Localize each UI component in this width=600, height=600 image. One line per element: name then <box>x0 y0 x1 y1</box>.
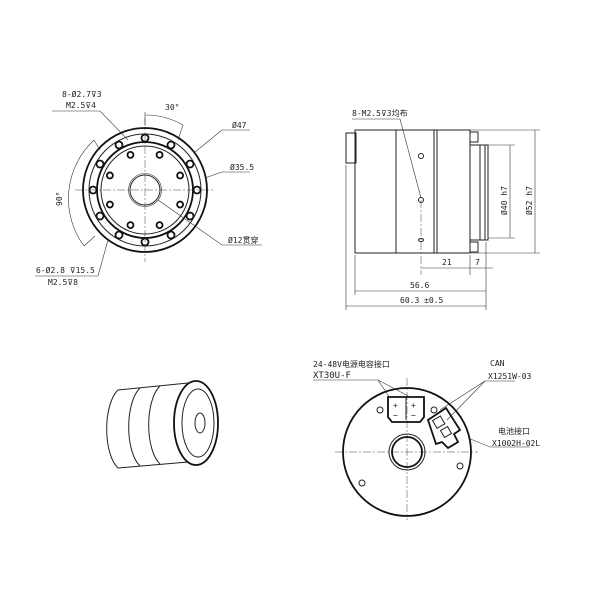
outer-hole <box>140 237 150 247</box>
front-view: 8-Ø2.7⊽3 M2.5⊽4 30° Ø47 Ø35.5 Ø12贯穿 90° … <box>35 89 262 287</box>
outer-hole <box>95 159 105 169</box>
minus-sign-1: − <box>393 411 398 420</box>
outer-hole <box>114 230 124 240</box>
xt30-power-connector: + + − − <box>387 396 425 423</box>
outer-hole <box>166 230 176 240</box>
rear-housing <box>342 387 472 517</box>
battery-part-number: X1002H-02L <box>492 439 540 448</box>
inner-hole <box>105 200 114 209</box>
inner-hole <box>126 221 135 230</box>
can-label: CAN <box>490 359 505 368</box>
dia-47-label: Ø47 <box>232 120 247 130</box>
side-holes-label: 8-M2.5⊽3均布 <box>352 108 408 118</box>
dim-7: 7 <box>475 258 480 267</box>
outer-hole <box>185 211 195 221</box>
minus-sign-2: − <box>411 411 416 420</box>
actuator-body <box>354 129 471 254</box>
side-view: 8-M2.5⊽3均布 Ø40 h7 Ø52 h7 21 7 56.6 60.3 … <box>345 108 540 310</box>
inner-hole <box>155 221 164 230</box>
angle-90-label: 90° <box>55 192 64 206</box>
dia-40-dim: Ø40 h7 <box>499 186 509 215</box>
inner-hole <box>105 171 114 180</box>
outer-hole <box>166 140 176 150</box>
holes-b-thread: M2.5⊽8 <box>48 278 78 287</box>
power-port-label: 24-48V电源电容接口 <box>313 359 390 369</box>
plus-sign-2: + <box>411 401 416 410</box>
output-flange <box>469 144 486 241</box>
dim-21: 21 <box>442 258 452 267</box>
rear-view: + + − − 24-48V电源电容接口 XT30U-F CAN X1251W-… <box>313 359 540 520</box>
can-part-number: X1251W-03 <box>488 372 532 381</box>
dia-35-5-label: Ø35.5 <box>230 162 254 172</box>
iso-front-face <box>173 380 219 466</box>
outer-hole <box>192 185 202 195</box>
isometric-view <box>106 380 219 469</box>
outer-hole <box>114 140 124 150</box>
holes-a-spec: 8-Ø2.7⊽3 <box>62 89 102 99</box>
angle-30-label: 30° <box>165 103 179 112</box>
battery-port-label: 电池接口 <box>498 426 530 436</box>
dia-52-dim: Ø52 h7 <box>524 186 534 215</box>
holes-a-thread: M2.5⊽4 <box>66 101 96 110</box>
plus-sign-1: + <box>393 401 398 410</box>
power-part-number: XT30U-F <box>313 371 351 381</box>
outer-diameter-47 <box>82 127 208 253</box>
dim-56-6: 56.6 <box>410 281 429 290</box>
inner-hole <box>155 150 164 159</box>
outer-hole <box>185 159 195 169</box>
inner-hole <box>176 171 185 180</box>
center-bore <box>129 174 161 206</box>
outer-hole <box>88 185 98 195</box>
inner-hole <box>126 150 135 159</box>
dia-12-label: Ø12贯穿 <box>228 235 258 245</box>
holes-b-spec: 6-Ø2.8 ⊽15.5 <box>36 265 95 275</box>
outer-hole <box>95 211 105 221</box>
inner-hole <box>176 200 185 209</box>
dim-60-3: 60.3 ±0.5 <box>400 296 444 305</box>
outer-hole <box>140 133 150 143</box>
bolt-holes <box>88 133 202 247</box>
can-battery-connectors <box>426 406 462 450</box>
